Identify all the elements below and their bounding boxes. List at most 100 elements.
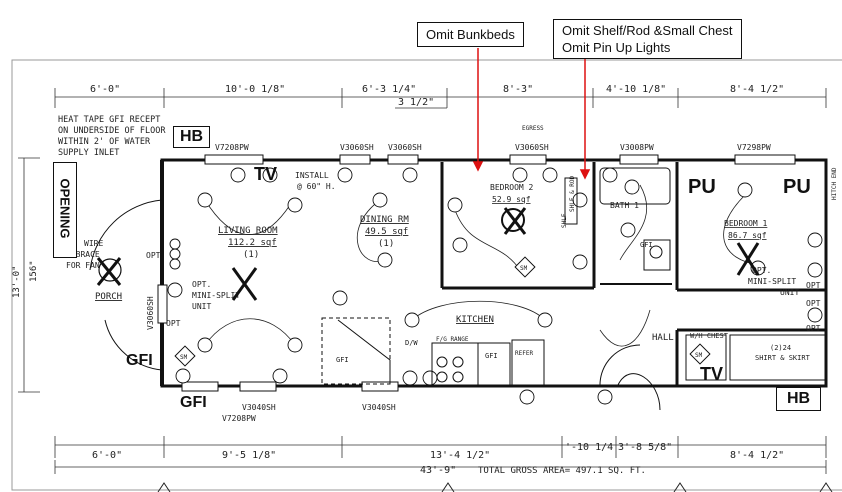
overall-length: 43'-9" (420, 465, 456, 476)
opt-label-4: OPT (806, 299, 821, 308)
bedroom2-area: 52.9 sqf (492, 195, 531, 204)
window-porch: V3060SH (146, 296, 155, 330)
exterior-walls (160, 158, 828, 388)
bath-fixtures (564, 167, 671, 271)
bottom-dim-2: 9'-5 1/8" (222, 450, 276, 461)
hitch-end-note: HITCH END (831, 167, 838, 200)
gfi-bottom-callout: GFI (180, 394, 207, 411)
mini-split-right-3: UNIT (780, 288, 799, 297)
sm-hall: SM (695, 352, 703, 359)
wire-note-3: FOR FAN (66, 261, 100, 270)
dining-room-name: DINING RM (360, 215, 409, 225)
hall-label: HALL (652, 333, 674, 343)
omit-shelf-line-2: Omit Pin Up Lights (562, 40, 671, 55)
window-bath: V3008PW (620, 143, 654, 152)
callout-arrows (472, 48, 591, 180)
interior-walls (440, 162, 826, 386)
opening-callout: OPENING (53, 162, 77, 258)
porch-door-swing (89, 199, 163, 371)
mini-split-left-1: OPT. (192, 280, 211, 289)
window-lr-top: V7208PW (215, 143, 249, 152)
top-dim-3: 6'-3 1/4" (362, 84, 416, 95)
porch-label: PORCH (95, 292, 122, 302)
tv-living-callout: TV (254, 164, 278, 184)
heat-tape-note-2: ON UNDERSIDE OF FLOOR (58, 126, 166, 136)
top-dim-2: 10'-0 1/8" (225, 84, 285, 95)
window-bedroom1: V7298PW (737, 143, 771, 152)
top-dim-4: 8'-3" (503, 84, 533, 95)
bedroom1-name: BEDROOM 1 (724, 219, 768, 228)
pu-right-callout: PU (783, 176, 811, 198)
bed2-fan-mark (501, 208, 525, 232)
top-dim-6: 8'-4 1/2" (730, 84, 784, 95)
opt-label-1: OPT (146, 251, 161, 260)
living-room-count: (1) (243, 250, 259, 260)
dw-label: D/W (405, 339, 418, 347)
sm-living: SM (180, 354, 188, 361)
top-dim-1: 6'-0" (90, 84, 120, 95)
egress-note: EGRESS (522, 125, 544, 132)
mini-split-right-2: MINI-SPLIT (748, 277, 796, 286)
heat-tape-note-4: SUPPLY INLET (58, 148, 119, 158)
bedroom2-name: BEDROOM 2 (490, 183, 534, 192)
shirt-skirt-2: SHIRT & SKIRT (755, 354, 811, 362)
bottom-dimension-line (54, 436, 827, 474)
bottom-dim-5: 3'-8 5/8" (618, 442, 672, 453)
refer-label: REFER (515, 350, 533, 357)
closet-fixtures (599, 334, 826, 411)
outlet-stack-left (169, 238, 181, 270)
omit-shelf-line-1: Omit Shelf/Rod &Small Chest (562, 23, 733, 38)
gfi-left-callout: GFI (126, 352, 153, 369)
hb-callout-bottom: HB (776, 387, 822, 411)
opt-label-2: OPT (166, 319, 181, 328)
top-dim-5: 4'-10 1/8" (606, 84, 666, 95)
omit-x-marks (96, 207, 760, 301)
bottom-dim-4: '-10 1/4 (565, 442, 613, 453)
top-dimension-line (54, 88, 827, 109)
mini-split-left-2: MINI-SPLIT (192, 291, 240, 300)
porch-fan (98, 258, 122, 282)
opt-label-3: OPT (806, 281, 821, 290)
kitchen-gfi: GFI (485, 352, 498, 360)
bottom-dim-3: 13'-4 1/2" (430, 450, 490, 461)
wire-note-2: & BRACE (66, 250, 100, 259)
bedroom1-area: 86.7 sqf (728, 231, 767, 240)
shirt-skirt-1: (2)24 (770, 344, 791, 352)
wh-chest-label: W/H CHEST (690, 332, 729, 340)
shelf-rod-label: SHLF & ROD (569, 175, 576, 212)
bottom-dim-6: 8'-4 1/2" (730, 450, 784, 461)
smoke-detectors (174, 256, 711, 367)
heat-tape-note-3: WITHIN 2' OF WATER (58, 137, 151, 147)
wire-note-1: WIRE (84, 239, 103, 248)
mini-split-left-3: UNIT (192, 302, 211, 311)
side-dim-inches: 156" (29, 260, 39, 282)
living-room-name: LIVING ROOM (218, 226, 278, 236)
shelf-label: SHLF (561, 213, 568, 228)
opt-label-5: OPT (806, 324, 821, 333)
side-dim-feet: 13'-0" (12, 265, 22, 298)
sm-bed2: SM (520, 265, 528, 272)
install-note-2: @ 60" H. (297, 182, 336, 191)
omit-shelf-callout: Omit Shelf/Rod &Small Chest Omit Pin Up … (553, 19, 742, 59)
kitchen-label: KITCHEN (456, 315, 494, 325)
bath-gfi: GFI (640, 241, 653, 249)
kitchen-counters (321, 317, 545, 386)
install-note-1: INSTALL (295, 171, 329, 180)
opening-label: OPENING (57, 178, 73, 239)
bath1-name: BATH 1 (610, 201, 639, 210)
top-sub-dim: 3 1/2" (398, 97, 434, 108)
window-dining-1: V3060SH (340, 143, 374, 152)
hb-callout-top: HB (173, 126, 211, 148)
pu-left-callout: PU (688, 176, 716, 198)
window-bedroom2: V3060SH (515, 143, 549, 152)
section-markers (157, 482, 833, 492)
mini-split-right-1: OPT. (752, 266, 771, 275)
bottom-dim-1: 6'-0" (92, 450, 122, 461)
range-label: F/G RANGE (436, 336, 469, 343)
heat-tape-note-1: HEAT TAPE GFI RECEPT (58, 115, 160, 125)
counter-gfi: GFI (336, 356, 349, 364)
living-room-area: 112.2 sqf (228, 238, 277, 248)
window-bottom-2: V7208PW (222, 414, 256, 423)
tv-hall-callout: TV (700, 364, 724, 384)
